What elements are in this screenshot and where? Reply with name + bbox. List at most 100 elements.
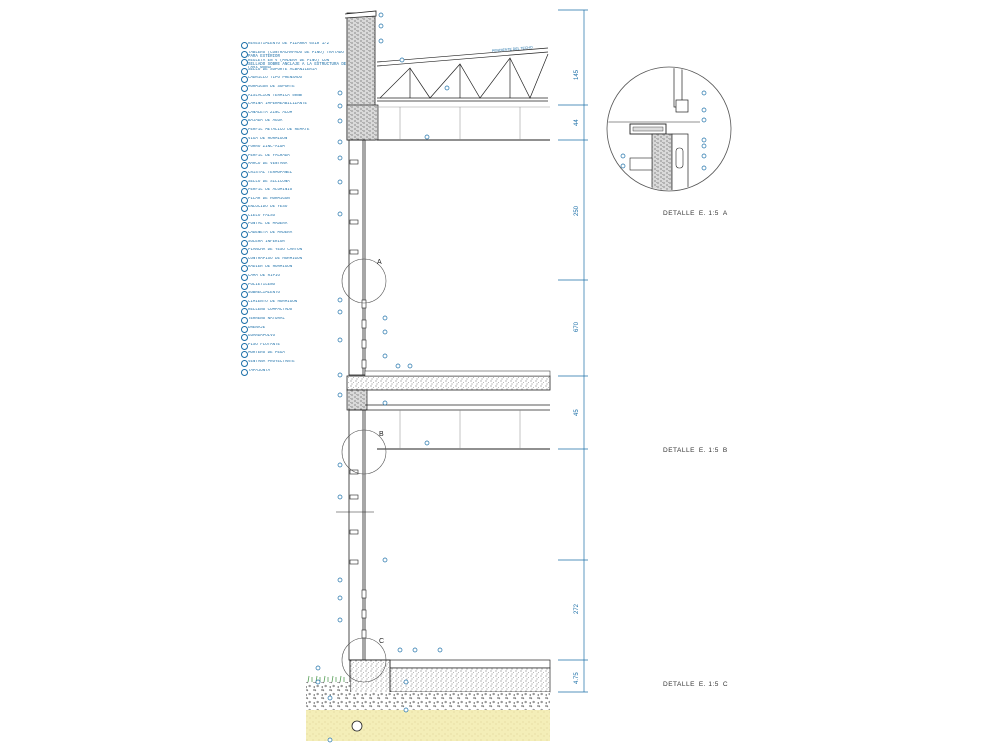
legend-number-badge <box>241 274 248 282</box>
legend-text: CANALETA ZINC ALUM <box>248 110 293 115</box>
legend-text: VIGA DE HORMIGON <box>248 136 288 141</box>
legend-item: LAMINA IMPERMEABILIZANTE <box>241 102 351 111</box>
legend-text: REGLETA EN V (MADERA DE PINO) CON SELLAD… <box>248 59 347 68</box>
grass <box>307 675 345 683</box>
legend-text: LAMINA IMPERMEABILIZANTE <box>248 102 307 107</box>
legend-item: TERRENO NATURAL <box>241 317 351 326</box>
detail-scale: E. 1:5 <box>698 210 719 217</box>
legend-item: FORRO ZINC-ALUM <box>241 145 351 154</box>
legend-item: VENTANA PROYECTANTE <box>241 359 351 369</box>
legend-number-badge <box>241 334 248 342</box>
legend-item: SELLO DE SOPORTE ALBAÑILERIA <box>241 67 351 77</box>
legend-item: PERFIL DE FACHADA <box>241 153 351 163</box>
upper-window-profiles <box>349 159 367 369</box>
legend-number-badge <box>241 248 248 256</box>
legend-item: RELLENO COMPACTADO <box>241 308 351 317</box>
legend-text: POLIETILENO <box>248 282 276 287</box>
legend-number-badge <box>241 308 248 316</box>
legend-text: HORMIGON DE SOPORTE <box>248 84 295 89</box>
legend-text: PERFIL METALICO DE REMATE <box>248 127 310 132</box>
legend-text: TABLERO (CONTRACHAPADO DE PINO) TRATADO … <box>248 50 344 59</box>
detail-letter: B <box>722 447 728 454</box>
legend-text: LADRILLO TIPO PRENSADO <box>248 76 303 81</box>
legend-text: CADENETA DE MADERA <box>248 231 293 236</box>
legend-number-badge <box>241 179 248 187</box>
detail-label: DETALLE <box>663 681 695 688</box>
legend-number-badge <box>241 351 248 359</box>
roof-truss <box>376 47 549 102</box>
legend-item: PILAR DE HORMIGON <box>241 196 351 206</box>
dim-6: 272 <box>574 603 580 614</box>
legend-item: PERFIL METALICO DE REMATE <box>241 127 351 137</box>
legend-item: CRISTAL TERMOPANEL <box>241 170 351 180</box>
legend-text: PUNTAL DE MADERA <box>248 222 288 227</box>
legend-number-badge <box>241 222 248 230</box>
legend-item: AISLACION TERMICA 50mm <box>241 93 351 103</box>
radier <box>364 667 551 693</box>
legend-number-badge <box>241 342 248 350</box>
ceiling-joists-upper <box>399 107 521 140</box>
legend-item: SOBRECIMIENTO <box>241 291 351 300</box>
legend-text: GUARDAPOLVO <box>248 334 276 339</box>
legend-item: VIGA DE HORMIGON <box>241 136 351 146</box>
legend-item: MORTERO DE PEGA <box>241 351 351 360</box>
legend-text: DRENAJE <box>248 325 266 330</box>
parapet-cap <box>344 10 377 19</box>
legend-text: PLANCHA DE YESO CARTON <box>248 248 303 253</box>
legend-text: PISO FLOTANTE <box>248 342 280 347</box>
legend-number-badge <box>241 239 248 247</box>
upper-beam <box>346 104 379 141</box>
legend-text: RELLENO COMPACTADO <box>248 308 293 313</box>
detail-circle-a <box>341 258 387 304</box>
legend-number-badge <box>241 93 248 101</box>
legend-text: CIMIENTO DE HORMIGON <box>248 299 298 304</box>
detail-label: DETALLE <box>663 210 695 217</box>
middle-slab <box>346 375 551 391</box>
legend-text: VENTANA PROYECTANTE <box>248 359 295 364</box>
legend-text: ENLUCIDO DE YESO <box>248 205 288 210</box>
legend-number-badge <box>241 231 248 239</box>
legend-number-badge <box>241 299 248 307</box>
marker-a: A <box>377 259 382 266</box>
legend-item: REGLETA EN V (MADERA DE PINO) CON SELLAD… <box>241 59 351 68</box>
legend-text: FORRO ZINC-ALUM <box>248 145 285 150</box>
detail-letter: C <box>722 681 729 688</box>
legend-item: CIMIENTO DE HORMIGON <box>241 299 351 309</box>
gravel-bed <box>306 692 550 710</box>
detail-circle-b <box>341 429 387 475</box>
legend-item: GUARDAPOLVO <box>241 334 351 343</box>
dim-2: 44 <box>574 119 580 126</box>
legend-number-badge <box>241 282 248 290</box>
legend-item: ENLUCIDO DE YESO <box>241 205 351 214</box>
legend-item: PISO FLOTANTE <box>241 342 351 352</box>
legend-number-badge <box>241 153 248 161</box>
legend-number-badge <box>241 188 248 196</box>
legend-item: TABLERO (CONTRACHAPADO DE PINO) TRATADO … <box>241 50 351 60</box>
roof-slope-note: PENDIENTE DEL TECHO <box>492 45 533 53</box>
dim-5: 45 <box>574 409 580 416</box>
legend-number-badge <box>241 84 248 92</box>
legend-text: CONTRAPISO DE HORMIGON <box>248 256 303 261</box>
legend-item: CAMA DE RIPIO <box>241 274 351 283</box>
detail-a <box>606 66 732 192</box>
legend-text: REVESTIMIENTO DE PIZARRA 6x10 1/2 <box>248 42 330 46</box>
exterior-fill <box>306 682 350 710</box>
upper-facade-wall <box>348 139 366 376</box>
legend-item: PERFIL DE ALUMINIO <box>241 188 351 197</box>
legend-number-badge <box>241 145 248 153</box>
ground-soil <box>306 710 550 741</box>
legend-item: CADENETA DE MADERA <box>241 231 351 240</box>
legend-number-badge <box>241 50 248 58</box>
legend-text: TERRENO NATURAL <box>248 317 285 321</box>
legend-item: PUNTAL DE MADERA <box>241 222 351 231</box>
legend-item: POLIETILENO <box>241 282 351 292</box>
lower-window-profiles <box>349 469 367 639</box>
legend-text: SELLO DE SOPORTE ALBAÑILERIA <box>248 67 317 72</box>
legend-text: CRISTAL TERMOPANEL <box>248 170 293 175</box>
legend-text: PERFIL DE ALUMINIO <box>248 188 293 193</box>
marker-c: C <box>379 638 384 645</box>
legend-number-badge <box>241 205 248 213</box>
legend-item: CANALETA ZINC ALUM <box>241 110 351 120</box>
dimension-chain <box>558 9 588 693</box>
